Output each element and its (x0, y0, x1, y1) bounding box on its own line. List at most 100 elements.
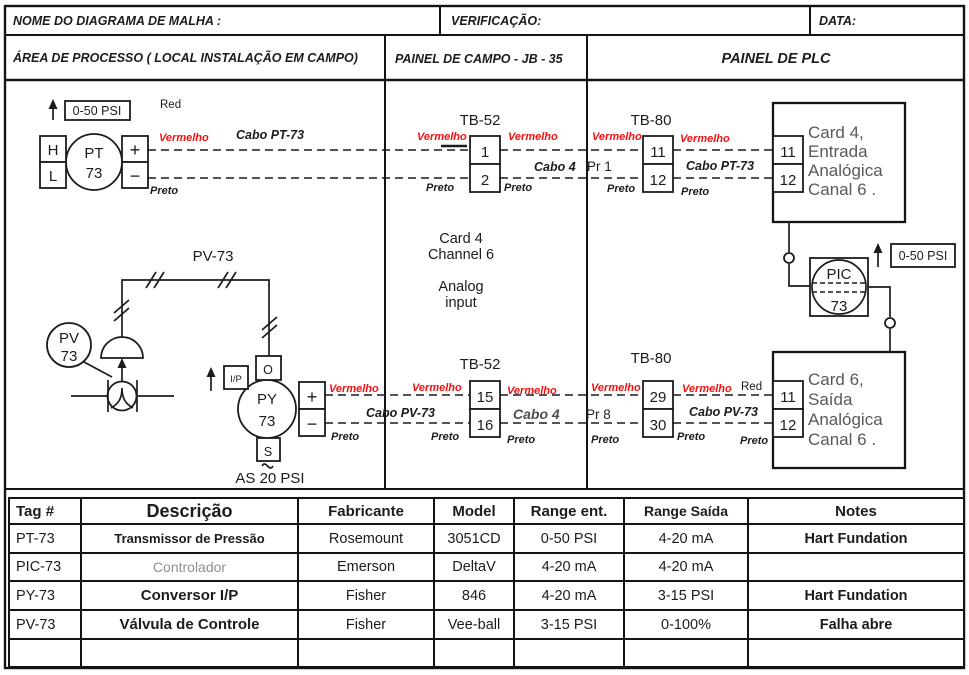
py-o-port (255, 355, 282, 381)
py-plus-terminal (298, 381, 326, 410)
wire-label-preto: Preto (331, 431, 359, 443)
cell-notes (747, 638, 965, 668)
cable-pt73-label: Cabo PT-73 (686, 159, 754, 173)
cell-range-out: 0-100% (623, 609, 749, 640)
wire-label-vermelho: Vermelho (682, 383, 732, 395)
card6-text-line: Canal 6 . (808, 430, 876, 449)
tb52-bottom-title: TB-52 (460, 356, 501, 373)
connector-node (783, 252, 795, 264)
py-arrow-head (206, 367, 216, 377)
cell-tag: PY-73 (8, 580, 82, 611)
cable-pv73-label: Cabo PV-73 (689, 405, 758, 419)
cell-tag: PT-73 (8, 523, 82, 554)
cell-range-in: 3-15 PSI (513, 609, 625, 640)
valve-body (106, 380, 138, 412)
card6-text-line: Saída (808, 390, 853, 409)
pic-range-box (890, 243, 956, 268)
cell-model: 846 (433, 580, 515, 611)
cable-4-label: Cabo 4 (534, 160, 576, 174)
card4-pic-link (788, 264, 810, 287)
cell-tag (8, 638, 82, 668)
cell-fab: Rosemount (297, 523, 435, 554)
tb52-top-terminal-1-label: 1 (481, 144, 489, 161)
wire-label-vermelho: Vermelho (508, 131, 558, 143)
card6-terminal-11-label: 11 (780, 389, 796, 406)
cell-desc: Transmissor de Pressão (80, 523, 299, 554)
cell-notes (747, 552, 965, 582)
jb-channel-note: Card 4 Channel 6 Analog input (428, 231, 494, 311)
cell-range-out: 4-20 mA (623, 552, 749, 582)
wire-label-preto: Preto (681, 186, 709, 198)
tb52-top-title: TB-52 (460, 112, 501, 129)
valve-stem-arrow-head (117, 358, 127, 368)
tb52-bottom-terminal-16-label: 16 (477, 417, 494, 434)
col-header-range-in: Range ent. (513, 497, 625, 525)
table-row (8, 638, 965, 668)
wire-label-vermelho: Vermelho (680, 133, 730, 145)
wire-label-preto: Preto (607, 183, 635, 195)
py-s-port (256, 437, 281, 462)
pneumatic-slash-mark (145, 271, 165, 289)
cell-range-in: 4-20 mA (513, 552, 625, 582)
pneumatic-slash-mark (261, 316, 278, 339)
diagram-name-label: NOME DO DIAGRAMA DE MALHA : (13, 14, 221, 28)
wire-label-preto: Preto (740, 435, 768, 447)
card4-text-line: Entrada (808, 142, 868, 161)
table-row: PV-73 Válvula de Controle Fisher Vee-bal… (8, 609, 965, 640)
sheet-border (3, 4, 966, 670)
pt-tag-bottom: 73 (86, 165, 103, 182)
col-header-model: Model (433, 497, 515, 525)
valve-flange-bars (107, 380, 138, 412)
card4-terminal-12 (772, 163, 804, 193)
pv-bubble-top: PV (59, 330, 79, 347)
pt-transmitter-symbol: 0-50 PSI Red H L PT 73 + − (39, 99, 181, 191)
tb80-bottom-terminal-30-label: 30 (650, 417, 667, 434)
pv-leader-line (83, 361, 113, 378)
wire-label-preto: Preto (431, 431, 459, 443)
verification-label: VERIFICAÇÃO: (451, 13, 541, 28)
cell-range-out (623, 638, 749, 668)
card6-text-line: Card 6, (808, 370, 864, 389)
wire-label-preto: Preto (504, 182, 532, 194)
cell-fab (297, 638, 435, 668)
pneumatic-path (121, 279, 270, 356)
table-row: PT-73 Transmissor de Pressão Rosemount 3… (8, 523, 965, 554)
cell-model: DeltaV (433, 552, 515, 582)
tb80-top-terminal-12-label: 12 (650, 172, 667, 189)
instrument-spec-table: Tag # Descrição Fabricante Model Range e… (8, 497, 965, 668)
py-o-label: O (263, 363, 273, 377)
pic-tag-bottom: 73 (831, 298, 848, 315)
valve-actuator-dome (100, 336, 144, 359)
py-tag-bottom: 73 (259, 413, 276, 430)
jb-note-line: Channel 6 (428, 247, 494, 263)
tb80-top-title: TB-80 (631, 112, 672, 129)
wire-label-vermelho: Vermelho (507, 385, 557, 397)
pair-1-label: Pr 1 (587, 159, 612, 174)
py-ip-box (223, 365, 249, 390)
py-minus-label: − (307, 414, 318, 434)
table-row: PIC-73 Controlador Emerson DeltaV 4-20 m… (8, 552, 965, 582)
wire-label-vermelho: Vermelho (592, 131, 642, 143)
wire-label-preto: Preto (677, 431, 705, 443)
cell-tag: PV-73 (8, 609, 82, 640)
py-s-label: S (264, 445, 272, 459)
card4-text-line: Canal 6 . (808, 180, 876, 199)
tb52-bottom-terminal-16 (469, 408, 501, 438)
wire-label-vermelho: Vermelho (329, 383, 379, 395)
air-supply-squiggle (261, 463, 274, 469)
col-header-fab: Fabricante (297, 497, 435, 525)
tb52-top-terminal-2-label: 2 (481, 172, 489, 189)
cable-4-label: Cabo 4 (513, 406, 560, 422)
wire-label-vermelho: Vermelho (159, 132, 209, 144)
cell-fab: Fisher (297, 580, 435, 611)
vee-ball-glyph (110, 387, 134, 409)
pic-card6-link (868, 286, 891, 317)
plc-card4-analog-input: 11 12 Card 4, Entrada Analógica Canal 6 … (771, 101, 907, 224)
wire-label-red-en: Red (741, 381, 762, 393)
card4-terminal-11-label: 11 (780, 144, 796, 161)
cell-model: Vee-ball (433, 609, 515, 640)
table-header-row: Tag # Descrição Fabricante Model Range e… (8, 497, 965, 525)
cell-fab: Emerson (297, 552, 435, 582)
